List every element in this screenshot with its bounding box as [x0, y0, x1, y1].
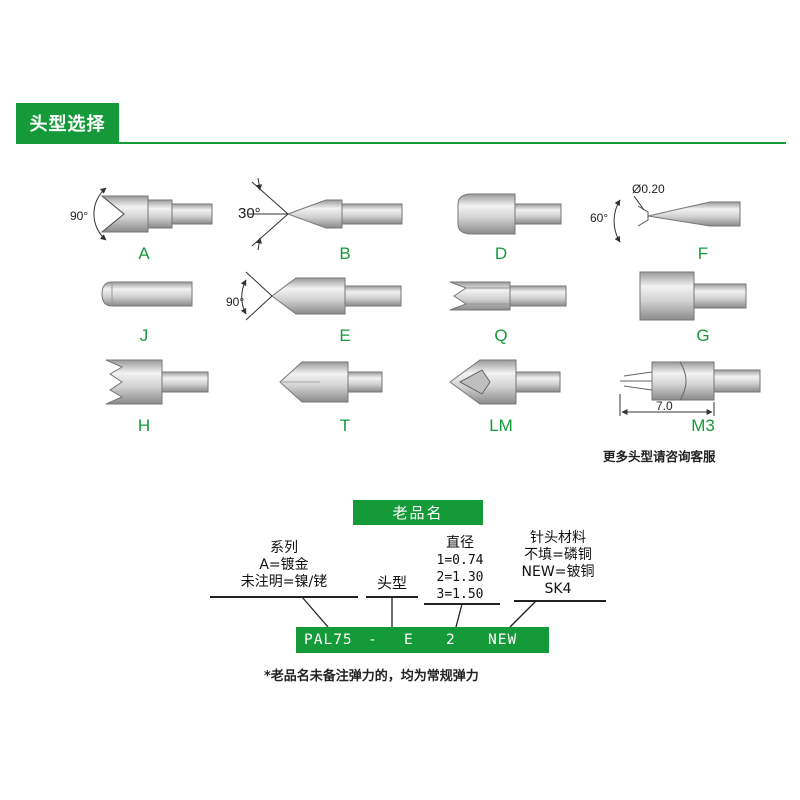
tip-shape-m3 — [619, 361, 761, 416]
tip-label-b: B — [339, 244, 351, 263]
tip-type-underline — [366, 596, 418, 598]
tip-types-diagram: 90° 30° 90° 60° Ø0.20 7.0 — [70, 177, 761, 416]
tip-label-e: E — [339, 326, 351, 345]
diameter-line-1: 1=0.74 — [436, 553, 484, 568]
angle-label-b: 30° — [238, 205, 261, 222]
tip-shape-t — [279, 361, 383, 403]
tip-shape-d — [457, 193, 562, 235]
tip-type-title: 头型 — [376, 574, 407, 592]
series-line-2: 未注明=镍/铑 — [240, 574, 328, 590]
old-name-title: 老品名 — [392, 504, 444, 522]
series-underline — [210, 596, 358, 598]
code-material: NEW — [488, 632, 518, 648]
tip-label-t: T — [339, 416, 351, 435]
tip-shape-q — [449, 281, 567, 311]
diameter-line-2: 2=1.30 — [436, 570, 484, 585]
tip-shape-j — [101, 281, 193, 307]
tip-shape-h — [105, 359, 209, 405]
material-line-3: SK4 — [544, 581, 572, 597]
tip-shape-lm — [449, 359, 561, 405]
material-line-2: NEW=铍铜 — [521, 564, 595, 580]
series-block: 系列 A=镀金 未注明=镍/铑 — [210, 540, 358, 591]
tip-label-lm: LM — [489, 416, 513, 435]
angle-label-e: 90° — [226, 295, 244, 309]
tip-label-j: J — [139, 326, 149, 345]
old-name-title-box: 老品名 — [353, 500, 483, 525]
series-title: 系列 — [270, 540, 298, 556]
diameter-underline — [424, 603, 500, 605]
code-series: PAL75 — [304, 632, 353, 648]
series-line-1: A=镀金 — [259, 557, 309, 573]
diameter-title: 直径 — [446, 535, 474, 551]
spring-force-footnote: *老品名未备注弹力的，均为常规弹力 — [264, 669, 479, 684]
tip-shape-b — [248, 177, 403, 251]
material-underline — [514, 600, 606, 602]
tip-label-d: D — [494, 244, 508, 263]
tip-label-f: F — [697, 244, 709, 263]
tip-shape-f — [613, 195, 741, 243]
code-tip-type: E — [404, 632, 414, 648]
tip-label-a: A — [138, 244, 150, 263]
tip-shape-a — [93, 187, 213, 241]
diameter-line-3: 3=1.50 — [436, 587, 484, 602]
old-part-code-bar: PAL75 - E 2 NEW — [296, 627, 549, 653]
tip-shape-g — [639, 271, 747, 321]
angle-label-a: 90° — [70, 209, 88, 223]
tip-label-g: G — [696, 326, 710, 345]
material-block: 针头材料 不填=磷铜 NEW=铍铜 SK4 — [512, 530, 604, 598]
diameter-block: 直径 1=0.74 2=1.30 3=1.50 — [420, 535, 500, 603]
diameter-label-f: Ø0.20 — [632, 182, 665, 196]
section-title-tab: 头型选择 — [16, 103, 119, 143]
tip-shape-e — [240, 271, 402, 321]
section-title: 头型选择 — [29, 114, 106, 135]
more-tips-note: 更多头型请咨询客服 — [603, 449, 716, 464]
material-line-1: 不填=磷铜 — [524, 547, 592, 563]
code-dash: - — [368, 632, 378, 648]
tip-type-block: 头型 — [366, 575, 418, 592]
tip-label-m3: M3 — [691, 416, 715, 435]
material-title: 针头材料 — [530, 530, 586, 546]
angle-label-f: 60° — [590, 211, 608, 225]
tip-label-h: H — [137, 416, 151, 435]
length-label-m3: 7.0 — [656, 399, 673, 413]
section-divider — [16, 142, 786, 144]
tip-label-q: Q — [494, 326, 508, 345]
code-diameter: 2 — [446, 632, 456, 648]
